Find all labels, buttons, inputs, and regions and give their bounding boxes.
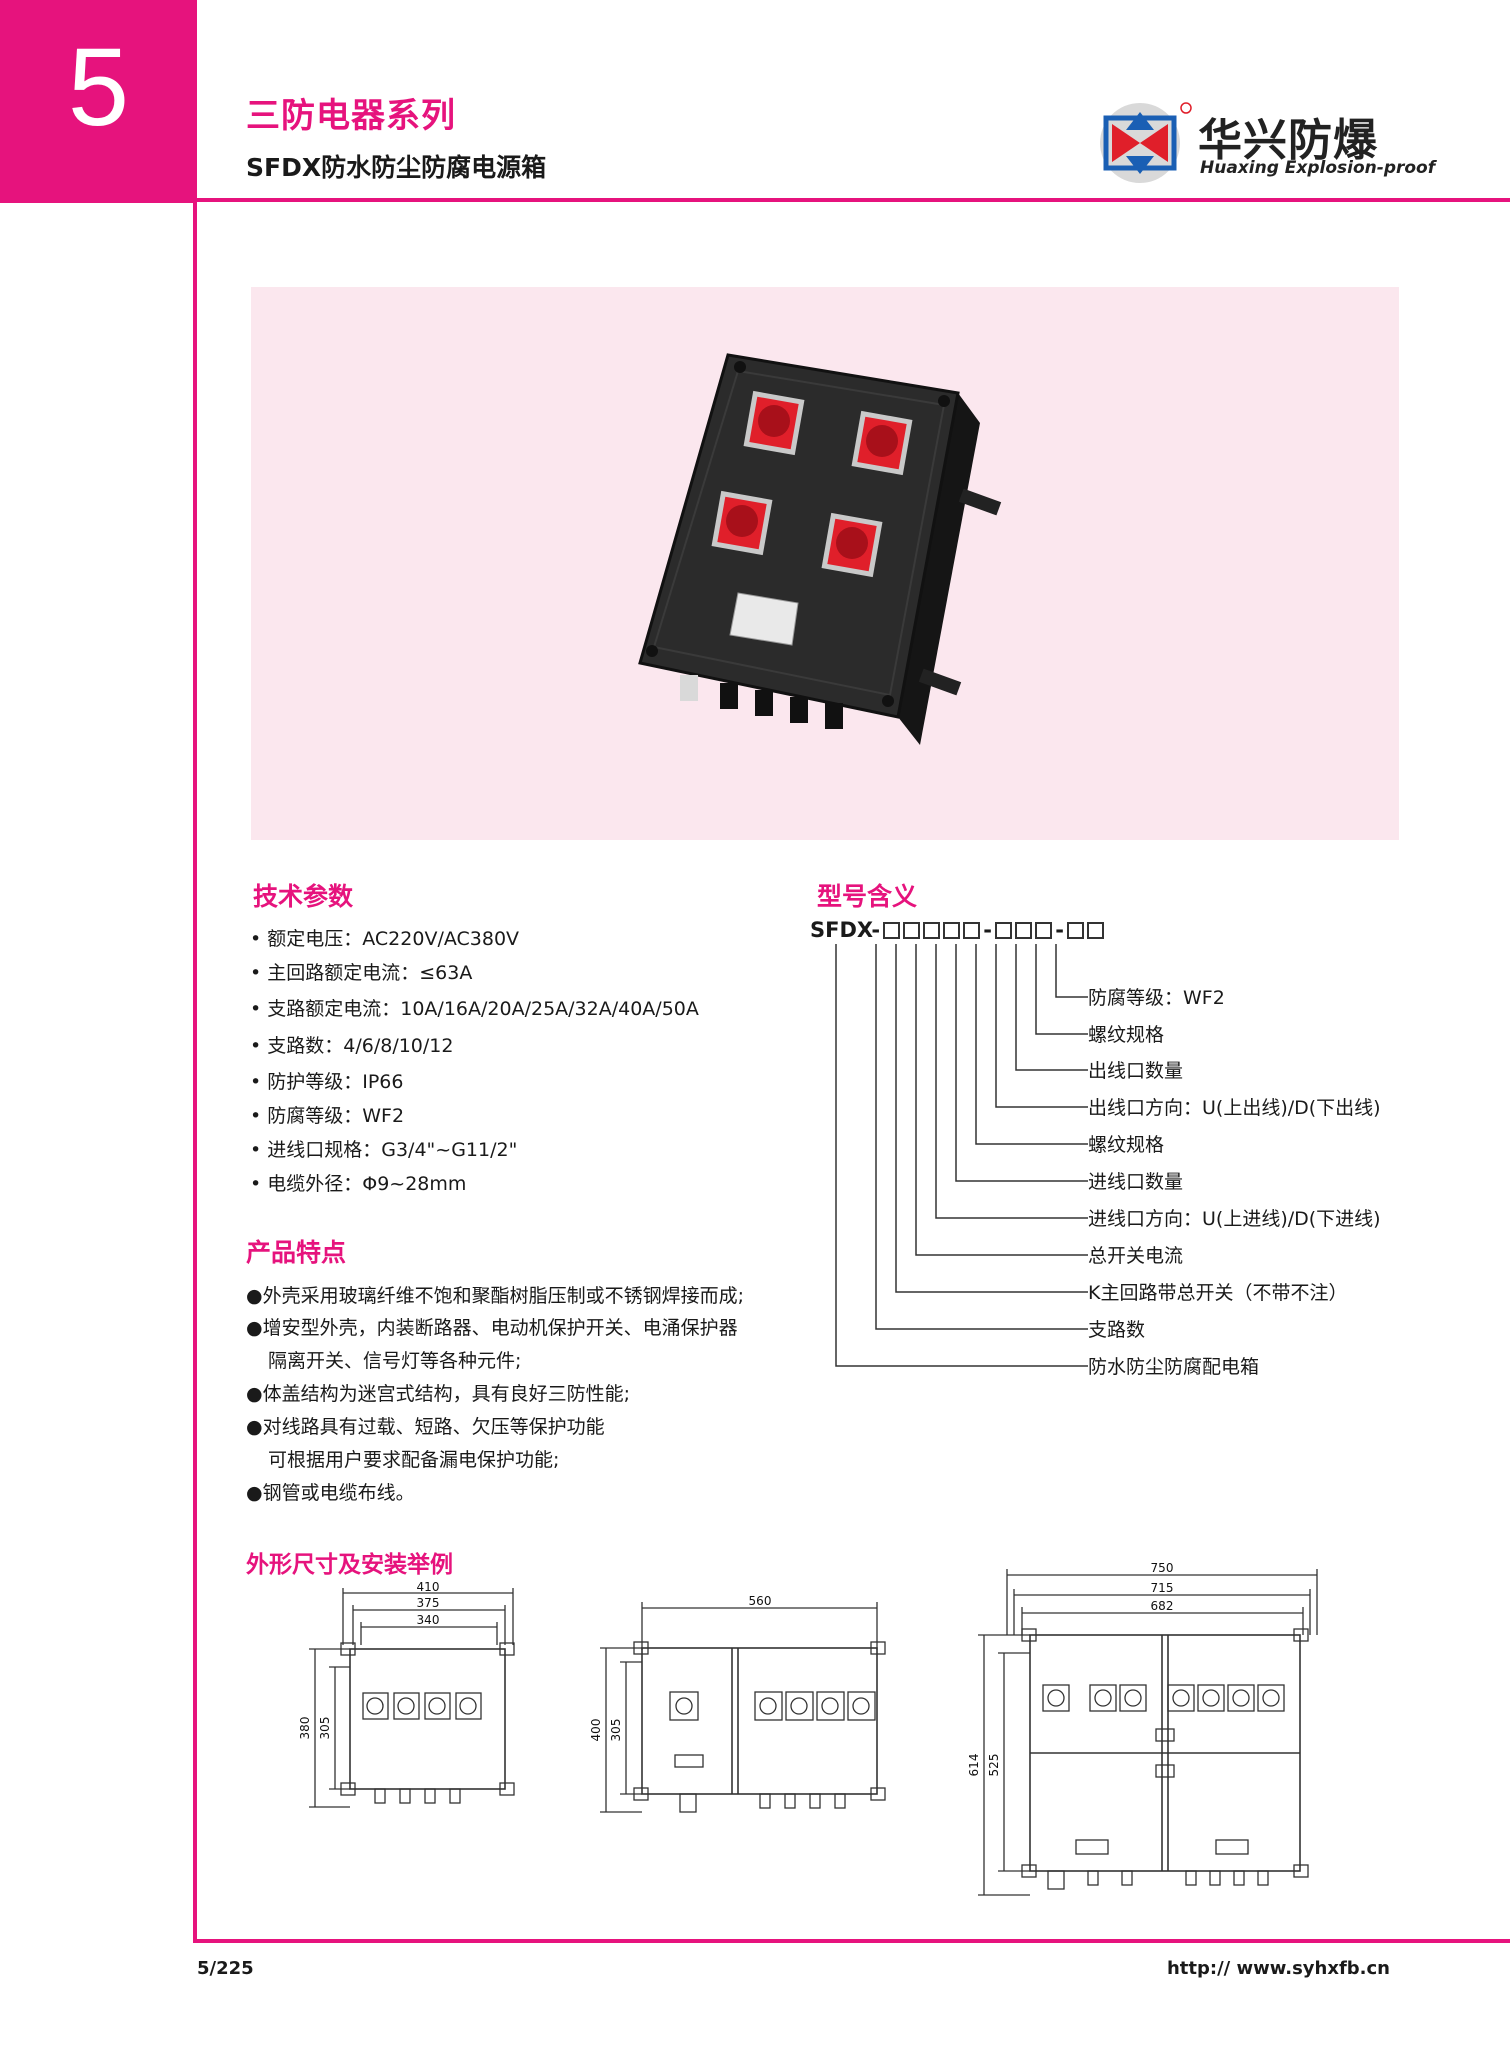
code-meaning: 出线口数量 (1088, 1060, 1184, 1082)
code-slot (1015, 922, 1033, 939)
dim-label: 400 (589, 1719, 603, 1742)
spec-item: • 支路数：4/6/8/10/12 (250, 1035, 454, 1057)
spec-item: • 防护等级：IP66 (250, 1071, 404, 1093)
dim-label: 715 (1151, 1581, 1174, 1595)
code-meaning: 进线口方向：U(上进线)/D(下进线) (1088, 1208, 1381, 1230)
dim-label: 305 (318, 1717, 332, 1740)
specs-title: 技术参数 (253, 882, 354, 911)
code-meaning: 防水防尘防腐配电箱 (1088, 1356, 1260, 1378)
code-meaning: 防腐等级：WF2 (1088, 987, 1225, 1009)
code-meaning: 进线口数量 (1088, 1171, 1184, 1193)
dim-label: 614 (967, 1754, 981, 1777)
spec-text: 进线口规格：G3/4"~G11/2" (267, 1139, 518, 1161)
model-code-string: SFDX- - - (810, 918, 1105, 942)
code-separator: - (1055, 918, 1064, 942)
model-code-prefix: SFDX- (810, 918, 881, 942)
code-slot (1035, 922, 1053, 939)
spec-item: • 额定电压：AC220V/AC380V (250, 928, 520, 950)
feature-line: ●增安型外壳，内装断路器、电动机保护开关、电涌保护器 (246, 1317, 738, 1339)
dim-label: 305 (609, 1719, 623, 1742)
dim-label: 560 (749, 1594, 772, 1608)
spec-item: • 支路额定电流：10A/16A/20A/25A/32A/40A/50A (250, 998, 699, 1020)
dim-label: 750 (1151, 1561, 1174, 1575)
spec-item: • 进线口规格：G3/4"~G11/2" (250, 1139, 518, 1161)
dimensions-title: 外形尺寸及安装举例 (246, 1552, 453, 1578)
spec-text: 电缆外径：Φ9~28mm (267, 1173, 467, 1195)
dim-label: 380 (298, 1717, 312, 1740)
dimension-diagram-medium: 560 400 305 (589, 1594, 886, 1813)
spec-item: • 主回路额定电流：≤63A (250, 962, 473, 984)
spec-item: • 防腐等级：WF2 (250, 1105, 405, 1127)
dimension-diagram-large: 750 715 682 614 525 (967, 1561, 1318, 1896)
chapter-number: 5 (67, 26, 130, 149)
dimension-diagram-small: 410 375 340 380 305 (298, 1580, 515, 1808)
code-slot (1087, 922, 1105, 939)
footer-rule (193, 1939, 1510, 1943)
series-title: 三防电器系列 (246, 96, 456, 136)
feature-line: ●钢管或电缆布线。 (246, 1482, 415, 1504)
dim-label: 410 (417, 1580, 440, 1594)
code-separator: - (983, 918, 992, 942)
spec-text: 支路数：4/6/8/10/12 (267, 1035, 454, 1057)
dim-label: 525 (987, 1754, 1001, 1777)
chapter-tab: 5 (0, 0, 197, 203)
product-title: SFDX防水防尘防腐电源箱 (246, 153, 547, 182)
code-slot (1067, 922, 1085, 939)
feature-line: ●外壳采用玻璃纤维不饱和聚酯树脂压制或不锈钢焊接而成; (246, 1285, 744, 1307)
logo-text-cn: 华兴防爆 (1198, 115, 1378, 166)
code-slot (903, 922, 921, 939)
features-title: 产品特点 (246, 1238, 347, 1267)
spec-text: 主回路额定电流：≤63A (267, 962, 473, 984)
header-rule (197, 198, 1510, 202)
spec-item: • 电缆外径：Φ9~28mm (250, 1173, 467, 1195)
company-logo (1100, 102, 1192, 183)
spec-text: 支路额定电流：10A/16A/20A/25A/32A/40A/50A (267, 998, 699, 1020)
code-meaning: K主回路带总开关（不带不注） (1088, 1282, 1348, 1304)
code-slot (995, 922, 1013, 939)
code-slot (963, 922, 981, 939)
code-meaning: 总开关电流 (1088, 1245, 1184, 1267)
dim-label: 682 (1151, 1599, 1174, 1613)
model-code-title: 型号含义 (817, 882, 918, 911)
page-number: 5/225 (197, 1958, 254, 1979)
feature-line: 可根据用户要求配备漏电保护功能; (268, 1449, 560, 1471)
model-code-leader-lines (835, 944, 1088, 1367)
code-slot (943, 922, 961, 939)
spec-text: 防腐等级：WF2 (267, 1105, 405, 1127)
website-link[interactable]: http:// www.syhxfb.cn (1166, 1958, 1390, 1979)
left-margin-rule (193, 203, 197, 1943)
feature-line: 隔离开关、信号灯等各种元件; (268, 1350, 522, 1372)
dim-label: 340 (417, 1613, 440, 1627)
code-meaning: 出线口方向：U(上出线)/D(下出线) (1088, 1097, 1381, 1119)
spec-text: 防护等级：IP66 (267, 1071, 404, 1093)
logo-text-en: Huaxing Explosion-proof (1200, 158, 1436, 178)
dim-label: 375 (417, 1596, 440, 1610)
spec-text: 额定电压：AC220V/AC380V (267, 928, 520, 950)
feature-line: ●体盖结构为迷宫式结构，具有良好三防性能; (246, 1383, 630, 1405)
code-slot (923, 922, 941, 939)
code-meaning: 螺纹规格 (1088, 1134, 1165, 1156)
code-meaning: 支路数 (1088, 1319, 1146, 1341)
code-slot (883, 922, 901, 939)
code-meaning: 螺纹规格 (1088, 1024, 1165, 1046)
product-photo (638, 353, 1002, 745)
feature-line: ●对线路具有过载、短路、欠压等保护功能 (246, 1416, 605, 1438)
